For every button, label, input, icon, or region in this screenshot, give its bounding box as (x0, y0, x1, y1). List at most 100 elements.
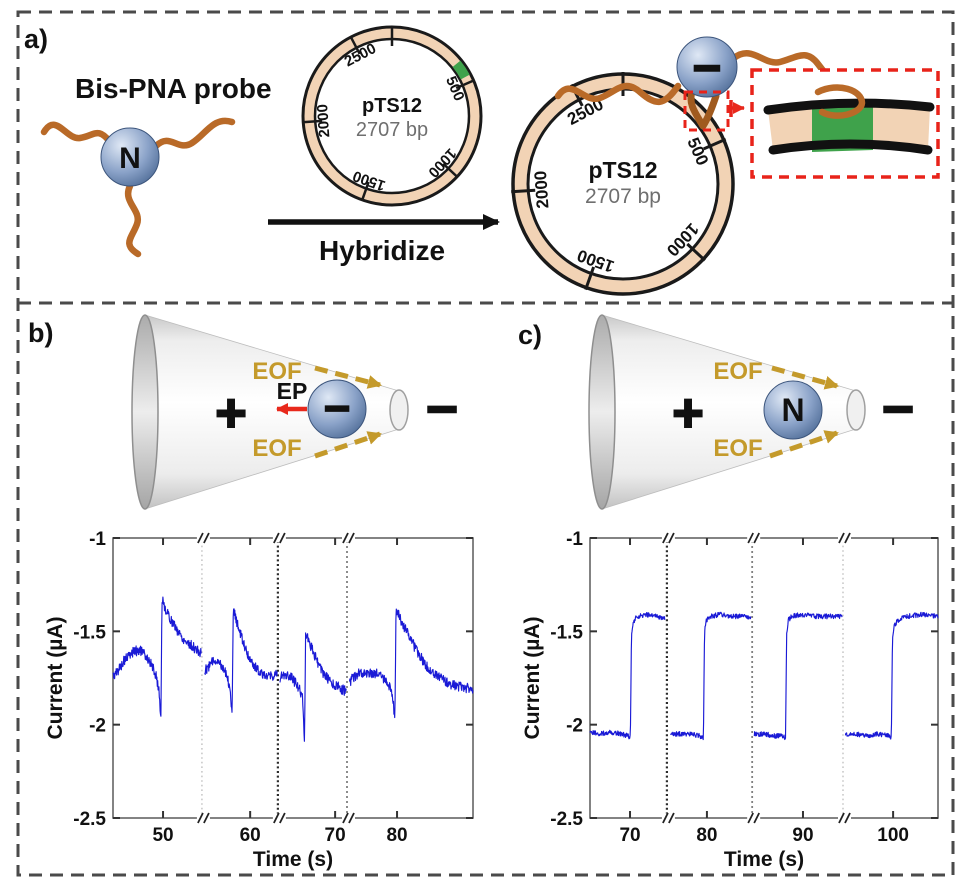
axis-break-slash (348, 532, 355, 544)
axis-break-slash (273, 532, 280, 544)
cone-tip-opening (389, 389, 409, 431)
zoom-source-box (683, 90, 730, 132)
x-tick-label: 50 (152, 825, 173, 846)
y-tick-label: -1.5 (73, 622, 106, 643)
axis-break-slash (197, 532, 204, 544)
axis-break-gap (661, 533, 675, 543)
panel-a: a) Bis-PNA probe N 500 1000 (24, 24, 940, 296)
bound-probe-sphere (676, 36, 738, 98)
probe-anchor-strand (687, 88, 720, 130)
axis-break-slash (203, 812, 210, 824)
figure-dashed-border (16, 10, 955, 877)
axis-break-gap (272, 813, 286, 823)
cathode-minus-symbol: − (426, 377, 459, 440)
bound-probe: − (554, 36, 837, 130)
plasmid-name: pTS12 (588, 157, 657, 183)
cone-back-opening (131, 314, 159, 510)
eof-label-bottom: EOF (713, 435, 762, 462)
axis-break-gap (272, 533, 286, 543)
axis-label-y: Current (µA) (521, 617, 544, 740)
x-tick-label: 100 (877, 825, 909, 846)
axis-break-slash (668, 812, 675, 824)
axis-break-slash (273, 812, 280, 824)
y-tick-label: -2 (89, 716, 106, 737)
plot-frame (589, 537, 939, 819)
eof-label-top: EOF (252, 358, 301, 385)
y-tick-label: -1 (566, 529, 583, 550)
axis-break-slash (197, 812, 204, 824)
current-trace (753, 612, 843, 741)
analyte-sphere (307, 379, 367, 439)
axis-break-slash (342, 532, 349, 544)
axis-break-slash (844, 532, 851, 544)
axis-break-gap (837, 533, 851, 543)
plasmid-map-large: 500 1000 1500 2000 2500 pTS12 2707 bp (511, 72, 735, 296)
plasmid-tick-label-2000: 2000 (531, 170, 553, 209)
probe-strand-right (152, 117, 236, 150)
panel-c-schematic: c) EOF EOF + − N (518, 314, 915, 510)
axis-break-slash (279, 532, 286, 544)
plasmid-name: pTS12 (362, 95, 422, 117)
x-tick-label: 60 (240, 825, 261, 846)
hybridize-label: Hybridize (319, 235, 445, 266)
y-tick-label: -2.5 (550, 809, 583, 830)
free-probe: N (40, 117, 236, 258)
x-tick-label: 80 (386, 825, 407, 846)
plasmid-tick-marks (302, 26, 476, 202)
axis-break-gap (747, 533, 761, 543)
cone-back-opening (588, 314, 616, 510)
axis-break-gap (661, 813, 675, 823)
eof-arrow-top (771, 365, 839, 390)
x-tick-label: 90 (792, 825, 813, 846)
analyte-sphere (763, 380, 823, 440)
plasmid-size: 2707 bp (356, 119, 428, 141)
axis-break-slash (838, 532, 845, 544)
inset-dna-top-strand (763, 98, 935, 115)
x-tick-label: 80 (696, 825, 717, 846)
current-trace (844, 611, 939, 740)
axis-break-slash (753, 532, 760, 544)
axis-break-slash (753, 812, 760, 824)
plasmid-tick-label-2000: 2000 (314, 104, 333, 138)
panel-b-schematic: b) EOF EOF EP + − − (28, 314, 459, 510)
axis-break-slash (342, 812, 349, 824)
axis-break-slash (662, 812, 669, 824)
axis-label-x: Time (s) (724, 848, 804, 871)
axis-label-y: Current (µA) (44, 617, 67, 740)
y-tick-label: -2 (566, 716, 583, 737)
axis-break-slash (203, 532, 210, 544)
inset-dna-bottom-strand (768, 139, 933, 155)
bis-pna-probe-label: Bis-PNA probe (75, 73, 272, 104)
axis-break-gap (342, 813, 355, 823)
plot-frame (112, 537, 474, 819)
axis-break-gap (342, 533, 355, 543)
y-tick-label: -1.5 (550, 622, 583, 643)
axis-break-gap (196, 533, 210, 543)
x-tick-label: 70 (619, 825, 640, 846)
plasmid-map-small: 500 1000 1500 2000 2500 pTS12 2707 bp (301, 25, 483, 207)
probe-strand-left (40, 121, 114, 146)
panel-c-label: c) (518, 320, 542, 350)
current-trace (348, 608, 474, 719)
analyte-letter-label: N (781, 392, 804, 428)
ep-label: EP (277, 378, 308, 404)
axis-break-slash (747, 532, 754, 544)
current-trace (670, 611, 752, 741)
current-trace (589, 612, 666, 740)
cone-tip-opening (846, 389, 866, 431)
panel-b-label: b) (28, 318, 53, 348)
panel-a-label: a) (24, 24, 48, 54)
axis-break-gap (837, 813, 851, 823)
zoom-inset (750, 68, 940, 179)
analyte-charge-label: − (324, 382, 351, 434)
axis-break-slash (747, 812, 754, 824)
axis-label-x: Time (s) (253, 848, 333, 871)
eof-arrow-bottom (314, 431, 382, 459)
eof-label-bottom: EOF (252, 435, 301, 462)
axis-break-gap (747, 813, 761, 823)
axis-break-slash (279, 812, 286, 824)
